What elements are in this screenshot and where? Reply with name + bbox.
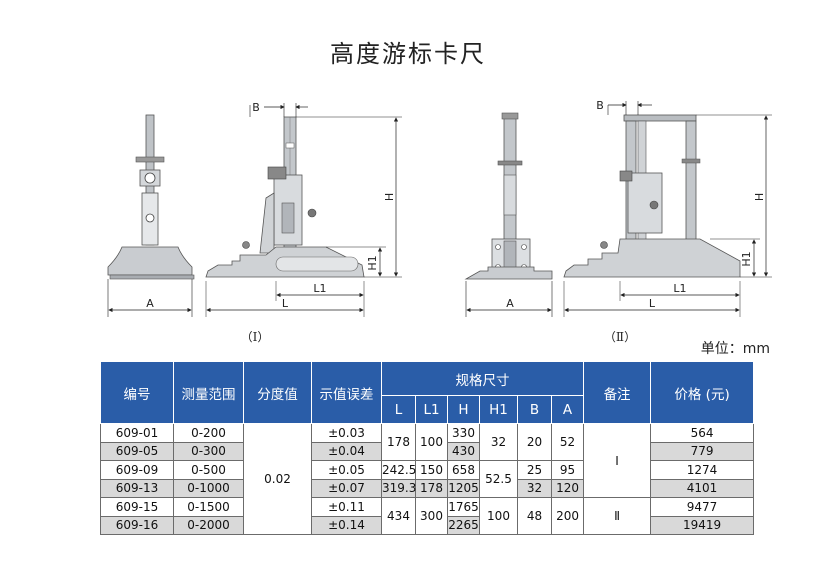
cell-error: ±0.03 [311, 423, 382, 443]
cell-code: 609-13 [100, 478, 174, 498]
dim-L-label-2: L [649, 297, 656, 310]
header-spec-H1: H1 [479, 395, 518, 424]
unit-label: 单位：mm [700, 341, 770, 357]
fig2-side-view: A [464, 112, 553, 317]
header-spec-L1: L1 [415, 395, 448, 424]
spec-table: 编号 测量范围 分度值 示值误差 规格尺寸 备注 价格 (元) L L1 H H… [100, 361, 755, 535]
dim-L1-label-2: L1 [673, 282, 686, 295]
cell-B: 48 [517, 497, 552, 535]
cell-range: 0-300 [173, 441, 244, 461]
header-error: 示值误差 [311, 361, 382, 424]
cell-H: 2265 [447, 515, 480, 535]
table-row: 609-16 0-2000 ±0.14 2265 19419 [100, 515, 755, 535]
cell-code: 609-16 [100, 515, 174, 535]
header-price: 价格 (元) [650, 361, 755, 424]
header-spec-group: 规格尺寸 [380, 361, 585, 396]
cell-range: 0-1000 [173, 478, 244, 498]
cell-code: 609-05 [100, 441, 174, 461]
table-row: 609-01 0-200 0.02 ±0.03 178 100 330 32 2… [100, 423, 755, 535]
fig1-side-view: A [107, 114, 195, 317]
cell-L: 319.3 [381, 478, 416, 498]
cell-H: 1205 [447, 478, 480, 498]
drawings-svg: A B H H1 [107, 99, 772, 344]
cell-error: ±0.14 [311, 515, 382, 535]
cell-error: ±0.07 [311, 478, 382, 498]
cell-L: 242.5 [381, 460, 416, 480]
header-note: 备注 [583, 361, 652, 424]
cell-L1: 100 [415, 423, 448, 461]
cell-code: 609-15 [100, 497, 174, 517]
cell-code: 609-01 [100, 423, 174, 443]
cell-price: 4101 [650, 478, 755, 498]
header-resolution: 分度值 [243, 361, 312, 424]
cell-resolution: 0.02 [243, 423, 312, 535]
technical-drawings: A B H H1 [100, 95, 780, 350]
dim-H1-label-2: H1 [740, 251, 753, 266]
cell-L1: 150 [415, 460, 448, 480]
cell-L: 434 [381, 497, 416, 535]
cell-price: 19419 [650, 515, 755, 535]
cell-L1: 178 [415, 478, 448, 498]
cell-A: 52 [550, 423, 585, 461]
header-range: 测量范围 [173, 361, 244, 424]
cell-B: 25 [517, 460, 552, 480]
cell-range: 0-1500 [173, 497, 244, 517]
cell-H1: 52.5 [479, 460, 518, 498]
cell-note: Ⅰ [583, 423, 652, 498]
cell-price: 564 [650, 423, 755, 443]
dim-H-label-2: H [753, 193, 766, 201]
dim-A-label-1: A [146, 297, 154, 310]
page-title: 高度游标卡尺 [330, 40, 486, 68]
dim-L1-label-1: L1 [313, 282, 326, 295]
header-spec-A: A [550, 395, 585, 424]
header-spec-L: L [381, 395, 416, 424]
cell-H: 430 [447, 441, 480, 461]
header-code: 编号 [100, 361, 174, 424]
table-row: 609-15 0-1500 ±0.11 434 300 1765 100 48 … [100, 497, 755, 535]
cell-A: 120 [550, 478, 585, 498]
dim-H-label-1: H [383, 193, 396, 201]
cell-H: 330 [447, 423, 480, 443]
cell-H1: 32 [479, 423, 518, 461]
dim-B-label-2: B [596, 99, 604, 112]
dim-B-label-1: B [252, 101, 260, 114]
cell-H: 1765 [447, 497, 480, 517]
cell-B: 20 [517, 423, 552, 461]
cell-A: 95 [550, 460, 585, 480]
fig2-caption: （Ⅱ） [604, 330, 636, 344]
cell-error: ±0.04 [311, 441, 382, 461]
cell-H: 658 [447, 460, 480, 480]
table-row: 609-13 0-1000 ±0.07 319.3 178 1205 32 12… [100, 478, 755, 498]
cell-H1: 100 [479, 497, 518, 535]
cell-note: Ⅱ [583, 497, 652, 535]
fig1-front-view: B H H1 L1 L [205, 101, 402, 317]
cell-L1: 300 [415, 497, 448, 535]
cell-price: 1274 [650, 460, 755, 480]
dim-L-label-1: L [282, 297, 289, 310]
cell-error: ±0.05 [311, 460, 382, 480]
cell-range: 0-500 [173, 460, 244, 480]
cell-price: 779 [650, 441, 755, 461]
table-row: 609-09 0-500 ±0.05 242.5 150 658 52.5 25… [100, 460, 755, 498]
fig1-caption: （Ⅰ） [241, 330, 270, 344]
cell-A: 200 [550, 497, 585, 535]
cell-L: 178 [381, 423, 416, 461]
cell-B: 32 [517, 478, 552, 498]
cell-range: 0-200 [173, 423, 244, 443]
cell-code: 609-09 [100, 460, 174, 480]
table-row: 609-05 0-300 ±0.04 430 779 [100, 441, 755, 461]
dim-H1-label-1: H1 [366, 255, 379, 270]
header-spec-H: H [447, 395, 480, 424]
cell-error: ±0.11 [311, 497, 382, 517]
fig2-front-view: B H H1 L1 L [563, 99, 772, 317]
cell-range: 0-2000 [173, 515, 244, 535]
header-spec-B: B [517, 395, 552, 424]
cell-price: 9477 [650, 497, 755, 517]
dim-A-label-2: A [506, 297, 514, 310]
